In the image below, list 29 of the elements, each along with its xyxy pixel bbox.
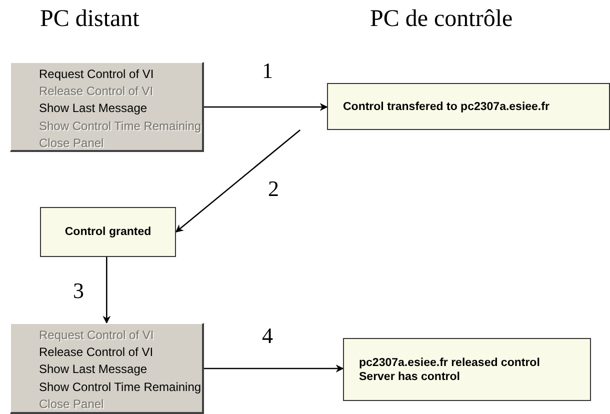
message-text: Control granted — [64, 225, 152, 239]
menu-item: Show Control Time Remaining — [39, 378, 202, 396]
message-box — [327, 83, 610, 130]
column-heading: PC distant — [40, 6, 140, 33]
step-number: 3 — [73, 278, 84, 304]
message-text: Control transfered to pc2307a.esiee.fr — [343, 100, 550, 114]
menu-item: Request Control of VI — [39, 327, 155, 344]
arrow — [204, 103, 328, 111]
step-number: 1 — [262, 58, 273, 84]
arrow — [102, 257, 111, 324]
menu-item: Show Last Message — [39, 361, 148, 378]
menu-item: Close Panel — [39, 396, 105, 413]
menu-item: Show Last Message — [39, 100, 148, 118]
menu-item: Close Panel — [39, 134, 105, 152]
arrow — [204, 364, 344, 372]
column-heading: PC de contrôle — [370, 6, 513, 33]
message-box — [40, 207, 176, 257]
context-menu — [10, 62, 204, 152]
arrow — [175, 130, 301, 232]
step-number: 2 — [268, 176, 279, 202]
menu-item: Release Control of VI — [39, 344, 154, 362]
step-number: 4 — [262, 323, 273, 349]
message-box — [343, 338, 591, 401]
context-menu — [10, 323, 204, 414]
menu-item: Request Control of VI — [39, 66, 155, 83]
message-text: pc2307a.esiee.fr released control — [359, 356, 541, 370]
menu-item: Show Control Time Remaining — [39, 118, 202, 135]
message-text: Server has control — [359, 370, 461, 384]
menu-item: Release Control of VI — [39, 83, 154, 100]
